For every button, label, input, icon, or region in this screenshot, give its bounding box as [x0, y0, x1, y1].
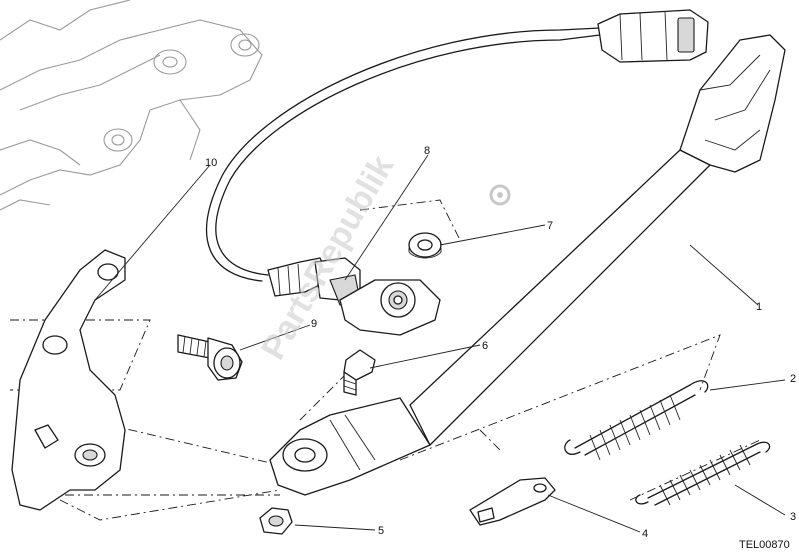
- assembly-dash-lines: [10, 199, 761, 521]
- spring-lower: [635, 441, 771, 506]
- callout-2: 2: [790, 373, 796, 385]
- pivot-pin: [343, 349, 376, 396]
- drawing-code: TEL00870: [739, 539, 790, 551]
- frame-ghost-outline: [0, 0, 263, 211]
- callout-9: 9: [311, 318, 317, 330]
- callout-7: 7: [547, 220, 553, 232]
- leader-lines: [94, 154, 786, 533]
- sensor-cable: [205, 9, 709, 282]
- bracket: [11, 249, 126, 511]
- callout-10: 10: [205, 157, 217, 169]
- callout-3: 3: [790, 511, 796, 523]
- callout-5: 5: [378, 525, 384, 537]
- callout-4: 4: [642, 528, 648, 540]
- side-stand-sensor: [267, 257, 441, 336]
- watermark: PartsRepublik: [254, 149, 401, 366]
- watermark-text: PartsRepublik: [254, 149, 401, 366]
- side-stand-leg: [269, 34, 786, 496]
- spring-upper: [564, 380, 709, 461]
- callout-1: 1: [756, 301, 762, 313]
- nut: [259, 507, 293, 535]
- callout-8: 8: [424, 145, 430, 157]
- washer: [408, 232, 442, 259]
- gear-icon: [489, 184, 511, 206]
- spring-plate: [469, 477, 556, 526]
- screw: [177, 334, 243, 381]
- callout-6: 6: [482, 340, 488, 352]
